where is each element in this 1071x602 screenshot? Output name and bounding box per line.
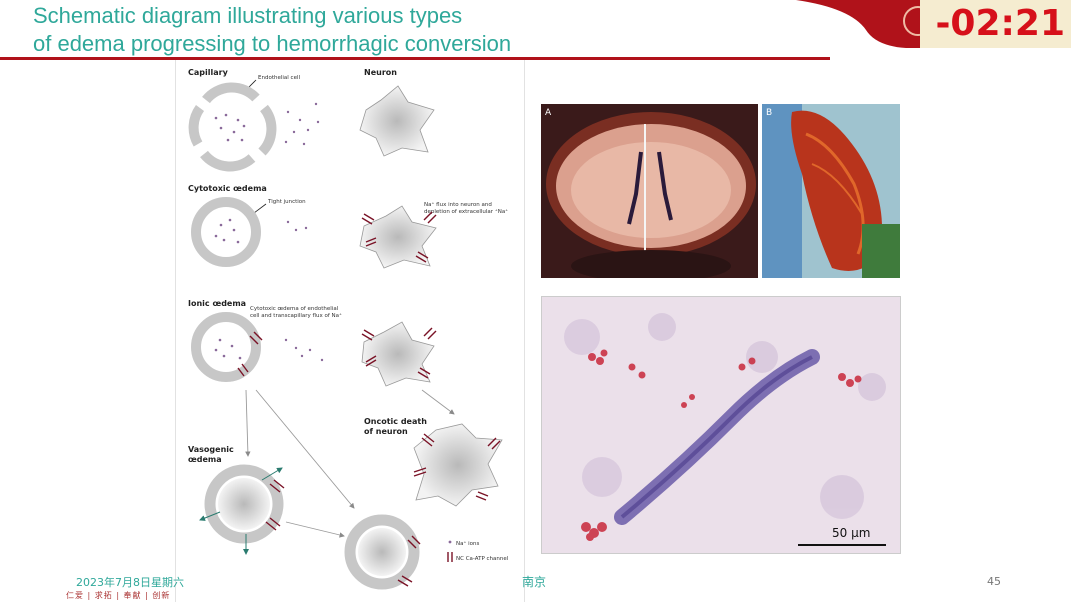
cytotoxic-neuron	[359, 205, 437, 269]
arrow-vasogenic-to-hemorrhage	[285, 521, 345, 538]
label-vasogenic-1: Vasogenic	[188, 445, 234, 454]
histology-photo	[541, 296, 901, 554]
arrow-neuron-to-death	[421, 389, 455, 415]
surgical-photo: B	[762, 104, 900, 278]
slide-title-line-1: Schematic diagram illustrating various t…	[33, 3, 463, 28]
label-na-flux-1: Na⁺ flux into neuron and	[424, 201, 492, 208]
nc-channels-cytotoxic	[361, 211, 437, 263]
arrow-ionic-to-vasogenic	[245, 389, 251, 457]
legend-nc-channel: NC Ca-ATP channel	[456, 556, 509, 562]
footer-date: 2023年7月8日星期六	[76, 576, 184, 589]
page-number: 45	[987, 575, 1001, 588]
label-vasogenic-2: œdema	[188, 455, 222, 464]
nc-channels-ionic	[361, 327, 437, 379]
cytotoxic-capillary	[191, 197, 261, 267]
label-oncotic-1: Oncotic death	[364, 417, 427, 426]
scale-bar-label: 50 µm	[832, 526, 871, 540]
slide-title-line-2: of edema progressing to hemorrhagic conv…	[33, 31, 512, 56]
panel-b-letter: B	[766, 108, 773, 118]
panel-a-letter: A	[545, 108, 552, 118]
extracellular-ions	[284, 102, 320, 146]
capillary-cell	[188, 82, 277, 172]
countdown-timer: -02:21	[920, 0, 1071, 48]
edema-schematic-drawing: Capillary Endothelial cell Neuron Cytoto…	[188, 68, 509, 590]
label-capillary: Capillary	[188, 68, 229, 77]
title-divider	[0, 57, 830, 60]
label-ionic-note-2: cell and transcapillary flux of Na⁺	[250, 312, 342, 319]
footer-motto: 仁爱 | 求拓 | 奉献 | 创新	[66, 591, 171, 600]
legend-channel-symbol	[447, 552, 453, 562]
ionic-capillary	[191, 312, 263, 382]
edema-schematic: Capillary Endothelial cell Neuron Cytoto…	[175, 60, 525, 602]
label-ionic-oedema: Ionic œdema	[188, 299, 246, 308]
vasogenic-capillary	[199, 464, 285, 555]
legend-na-ions: Na⁺ ions	[456, 540, 480, 547]
ionic-neuron	[361, 321, 435, 387]
label-oncotic-2: of neuron	[364, 427, 408, 436]
label-cytotoxic-oedema: Cytotoxic œdema	[188, 184, 267, 193]
scale-bar	[798, 544, 886, 546]
slide-title: Schematic diagram illustrating various t…	[33, 2, 511, 58]
nc-channels-oncotic	[413, 433, 501, 501]
arrow-ionic-to-hemorrhage	[255, 389, 355, 509]
label-tight-junction: Tight junction	[267, 199, 306, 205]
hemorrhagic-capillary	[344, 514, 421, 590]
neuron-cell	[359, 85, 435, 157]
legend-ion-dot	[448, 540, 452, 544]
label-neuron: Neuron	[364, 68, 397, 77]
label-ionic-note-1: Cytotoxic œdema of endothelial	[250, 306, 339, 312]
oncotic-neuron	[413, 423, 503, 507]
label-na-flux-2: depletion of extracellular ⁺Na⁺	[424, 208, 508, 215]
footer-city: 南京	[522, 575, 547, 589]
label-endothelial-cell: Endothelial cell	[258, 75, 300, 81]
brain-section-photo: A	[541, 104, 758, 278]
